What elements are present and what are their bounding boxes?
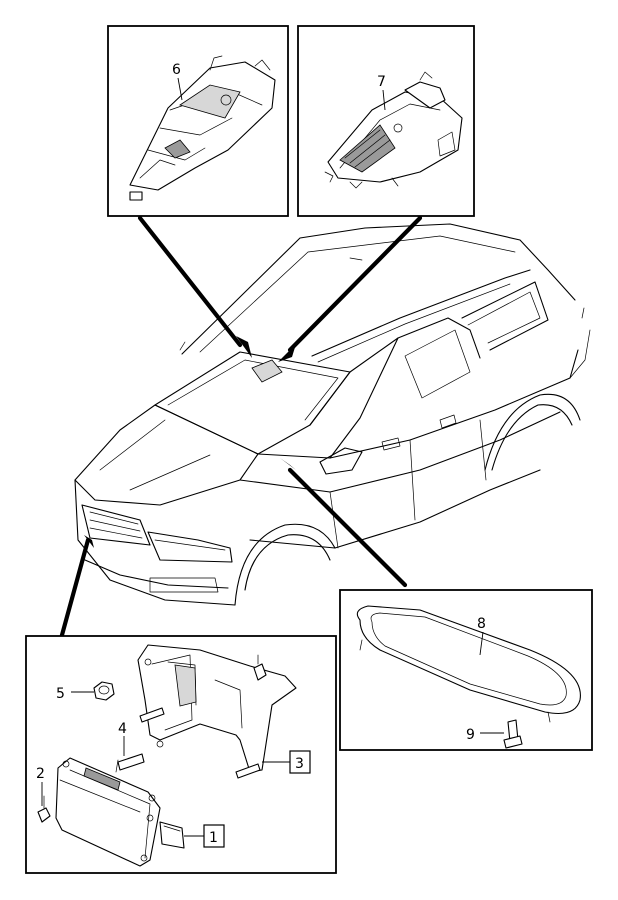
callout-9: 9 bbox=[466, 727, 475, 743]
part-2-screw bbox=[37, 795, 51, 823]
part-6-sensor-cover bbox=[129, 55, 276, 201]
callout-1: 1 bbox=[209, 830, 218, 846]
callout-3: 3 bbox=[295, 756, 304, 772]
callout-4: 4 bbox=[118, 721, 127, 737]
part-1-control-module bbox=[55, 757, 185, 867]
bracket-stud-upper bbox=[139, 707, 165, 723]
car-illustration bbox=[74, 223, 591, 606]
callout-5: 5 bbox=[56, 686, 65, 702]
pointer-arrows bbox=[59, 215, 423, 638]
part-4-bolt bbox=[115, 753, 145, 773]
bracket-stud-lower bbox=[235, 763, 261, 779]
part-7-camera-module bbox=[324, 71, 463, 189]
callout-8: 8 bbox=[477, 616, 486, 632]
callout-7: 7 bbox=[377, 74, 386, 90]
part-8-trim-panel bbox=[356, 605, 581, 723]
part-9-screw bbox=[503, 719, 523, 749]
callout-6: 6 bbox=[172, 62, 181, 78]
part-5-nut bbox=[93, 681, 115, 701]
callout-1-box bbox=[203, 824, 225, 848]
callout-3-box bbox=[289, 750, 311, 774]
windshield-sensor-housing bbox=[251, 359, 283, 383]
part-3-bracket bbox=[137, 644, 297, 773]
callout-2: 2 bbox=[36, 766, 45, 782]
